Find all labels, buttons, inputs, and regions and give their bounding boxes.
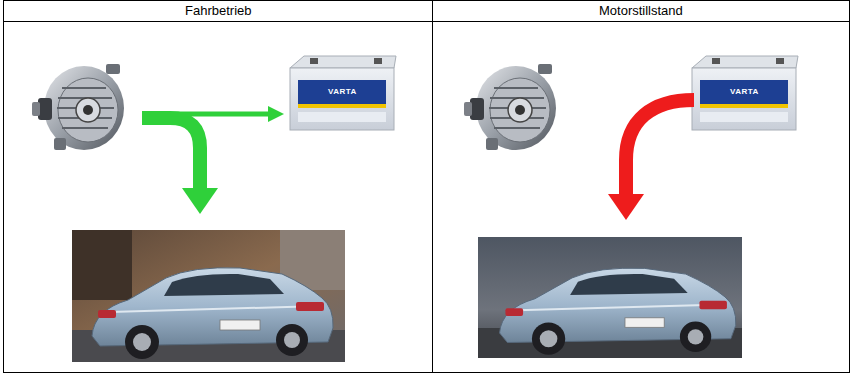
table-grid <box>432 1 433 373</box>
battery-picture <box>290 56 396 130</box>
energy-flow-arrow <box>182 188 218 214</box>
car-picture <box>478 237 742 358</box>
energy-flow-arrow <box>268 106 284 122</box>
car-picture <box>72 230 132 300</box>
column-header: Motorstillstand <box>599 4 683 19</box>
alternator-picture <box>32 64 124 150</box>
table-grid <box>4 1 850 373</box>
brand-label: VARTA <box>730 87 759 96</box>
energy-flow-arrow <box>170 112 270 117</box>
battery-picture <box>692 56 798 130</box>
car-picture <box>72 230 345 362</box>
energy-flow-arrow <box>608 194 644 220</box>
table-grid <box>4 21 850 22</box>
battery-picture <box>290 56 396 130</box>
alternator-picture <box>464 64 556 150</box>
car-picture <box>500 268 736 355</box>
column-header: Fahrbetrieb <box>185 4 251 19</box>
car-picture <box>92 268 333 359</box>
energy-flow-arrow <box>608 100 694 220</box>
alternator-picture <box>32 64 124 150</box>
alternator-picture <box>464 64 556 150</box>
energy-flow-arrow <box>626 100 694 196</box>
brand-label: VARTA <box>328 87 357 96</box>
battery-picture <box>692 56 798 130</box>
energy-flow-arrow <box>142 118 200 190</box>
energy-flow-arrow <box>142 106 284 214</box>
table-grid <box>4 1 850 373</box>
car-picture <box>72 230 345 362</box>
car-picture <box>478 237 742 358</box>
